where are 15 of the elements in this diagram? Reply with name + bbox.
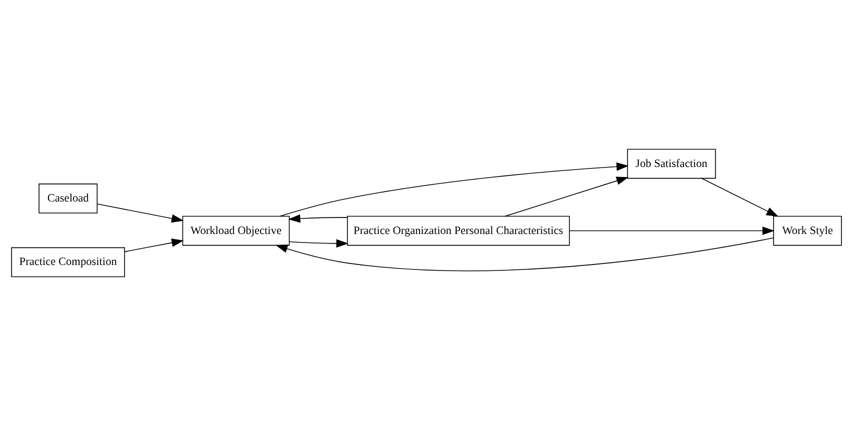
arrow xyxy=(97,204,184,223)
arrow xyxy=(288,214,348,223)
node-box: Practice Composition xyxy=(11,247,125,278)
arrow xyxy=(701,178,778,217)
arrow xyxy=(568,226,775,235)
node-box: Work Style xyxy=(773,216,842,246)
arrow xyxy=(289,239,348,248)
arrow xyxy=(124,238,184,252)
arrow xyxy=(504,176,629,217)
node-box: Job Satisfaction xyxy=(627,148,716,179)
arrow xyxy=(280,162,629,217)
node-box: Practice Organization Personal Characteristics xyxy=(346,216,570,246)
arrow xyxy=(275,238,774,272)
node-box: Caseload xyxy=(38,184,98,214)
node-box: Workload Objective xyxy=(182,216,290,246)
